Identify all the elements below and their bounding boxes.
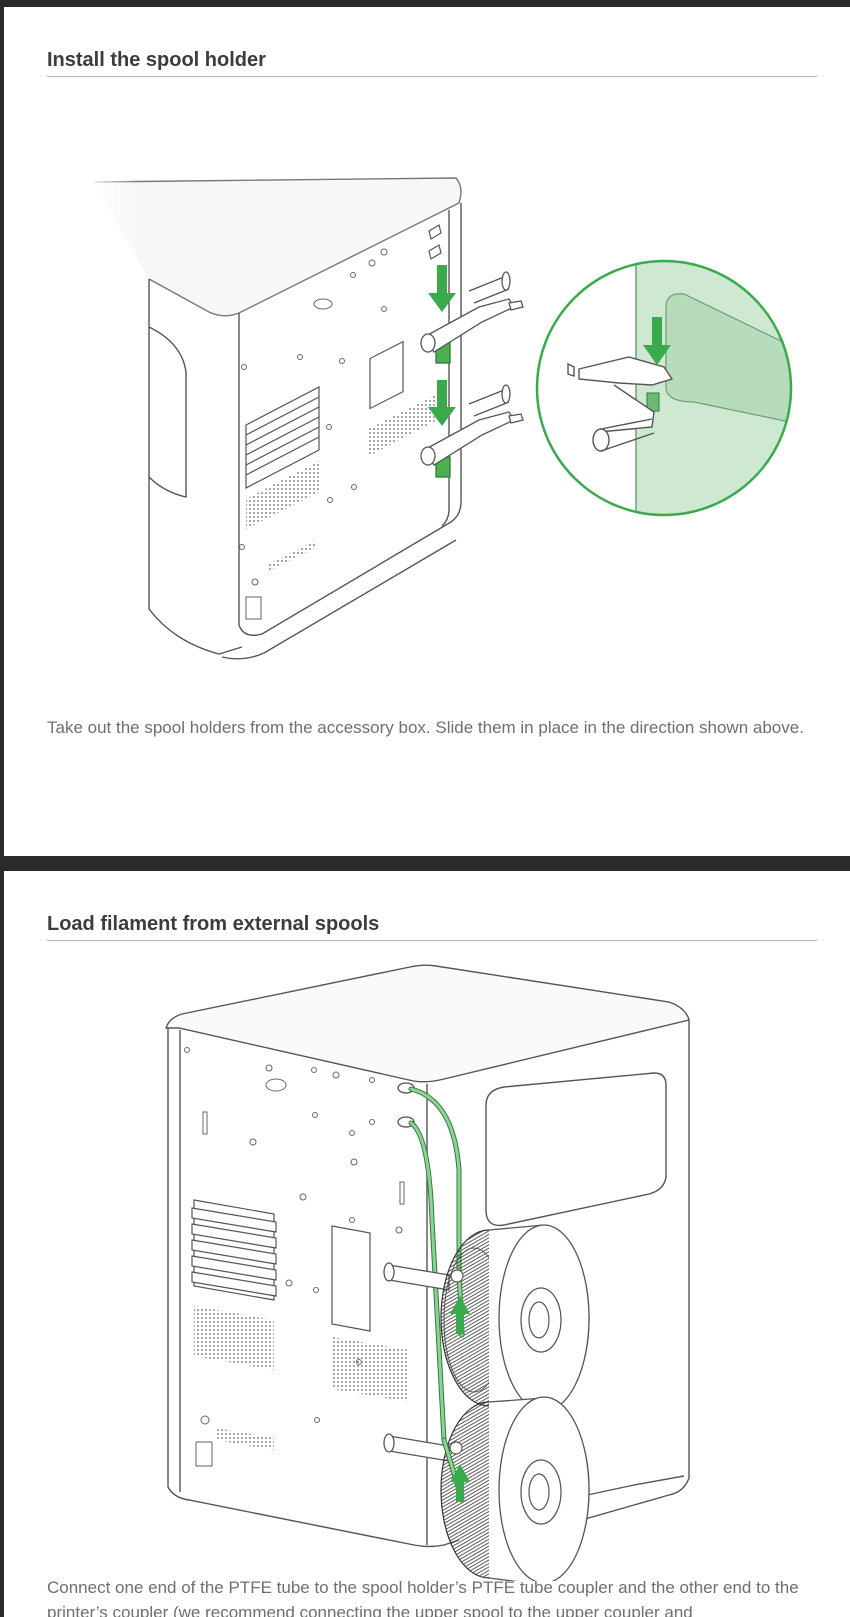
filament-spool-upper	[440, 1224, 590, 1414]
section-description: Connect one end of the PTFE tube to the …	[47, 1578, 799, 1617]
zoom-inset-circle	[535, 259, 793, 517]
section-install-spool-holder: Install the spool holder	[4, 7, 850, 856]
spool-holder-lower	[420, 384, 524, 478]
spool-holder-upper	[420, 271, 524, 364]
ptfe-tubes	[408, 1086, 462, 1443]
filament-spool-lower	[440, 1396, 590, 1581]
vent-slats	[245, 386, 320, 489]
up-arrow-icon	[450, 1464, 470, 1502]
down-arrow-icon	[428, 265, 456, 312]
vent-slats	[191, 1199, 277, 1301]
printer-couplers	[428, 224, 442, 260]
section-load-filament: Load filament from external spools	[4, 871, 850, 1617]
external-spool-loading-illustration	[165, 964, 690, 1581]
section-title: Install the spool holder	[47, 49, 817, 77]
section-description: Take out the spool holders from the acce…	[47, 718, 804, 737]
down-arrow-icon	[428, 380, 456, 426]
up-arrow-icon	[450, 1296, 470, 1334]
spool-holder-install-illustration	[84, 177, 793, 660]
printer-body	[165, 964, 690, 1548]
section-title: Load filament from external spools	[47, 913, 817, 941]
